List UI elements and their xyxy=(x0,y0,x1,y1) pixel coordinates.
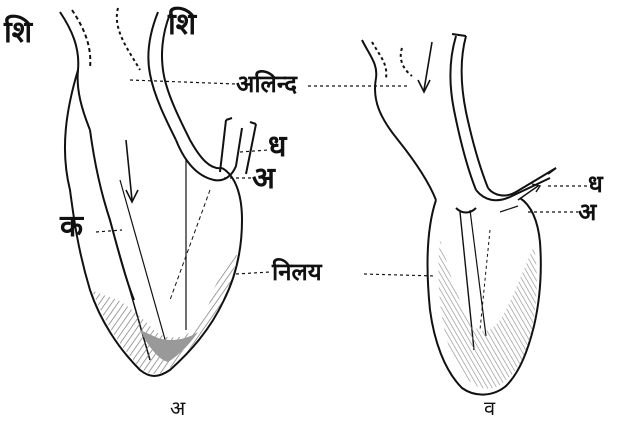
label-dha-left: ध xyxy=(268,132,286,162)
label-shi-left: शि xyxy=(4,18,32,48)
label-a-left: अ xyxy=(252,164,275,194)
label-nilaya: निलय xyxy=(272,260,322,284)
label-ka: क xyxy=(60,212,83,242)
left-heart xyxy=(60,8,256,376)
right-heart-myocardium xyxy=(438,240,536,389)
label-dha-right: ध xyxy=(588,172,603,196)
caption-right: व xyxy=(484,398,495,418)
label-alinda: अलिन्द xyxy=(236,72,297,96)
caption-left: अ xyxy=(170,398,185,418)
label-shi-right: शि xyxy=(168,10,196,40)
label-a-right: अ xyxy=(578,200,596,224)
leader-lines xyxy=(96,80,588,276)
